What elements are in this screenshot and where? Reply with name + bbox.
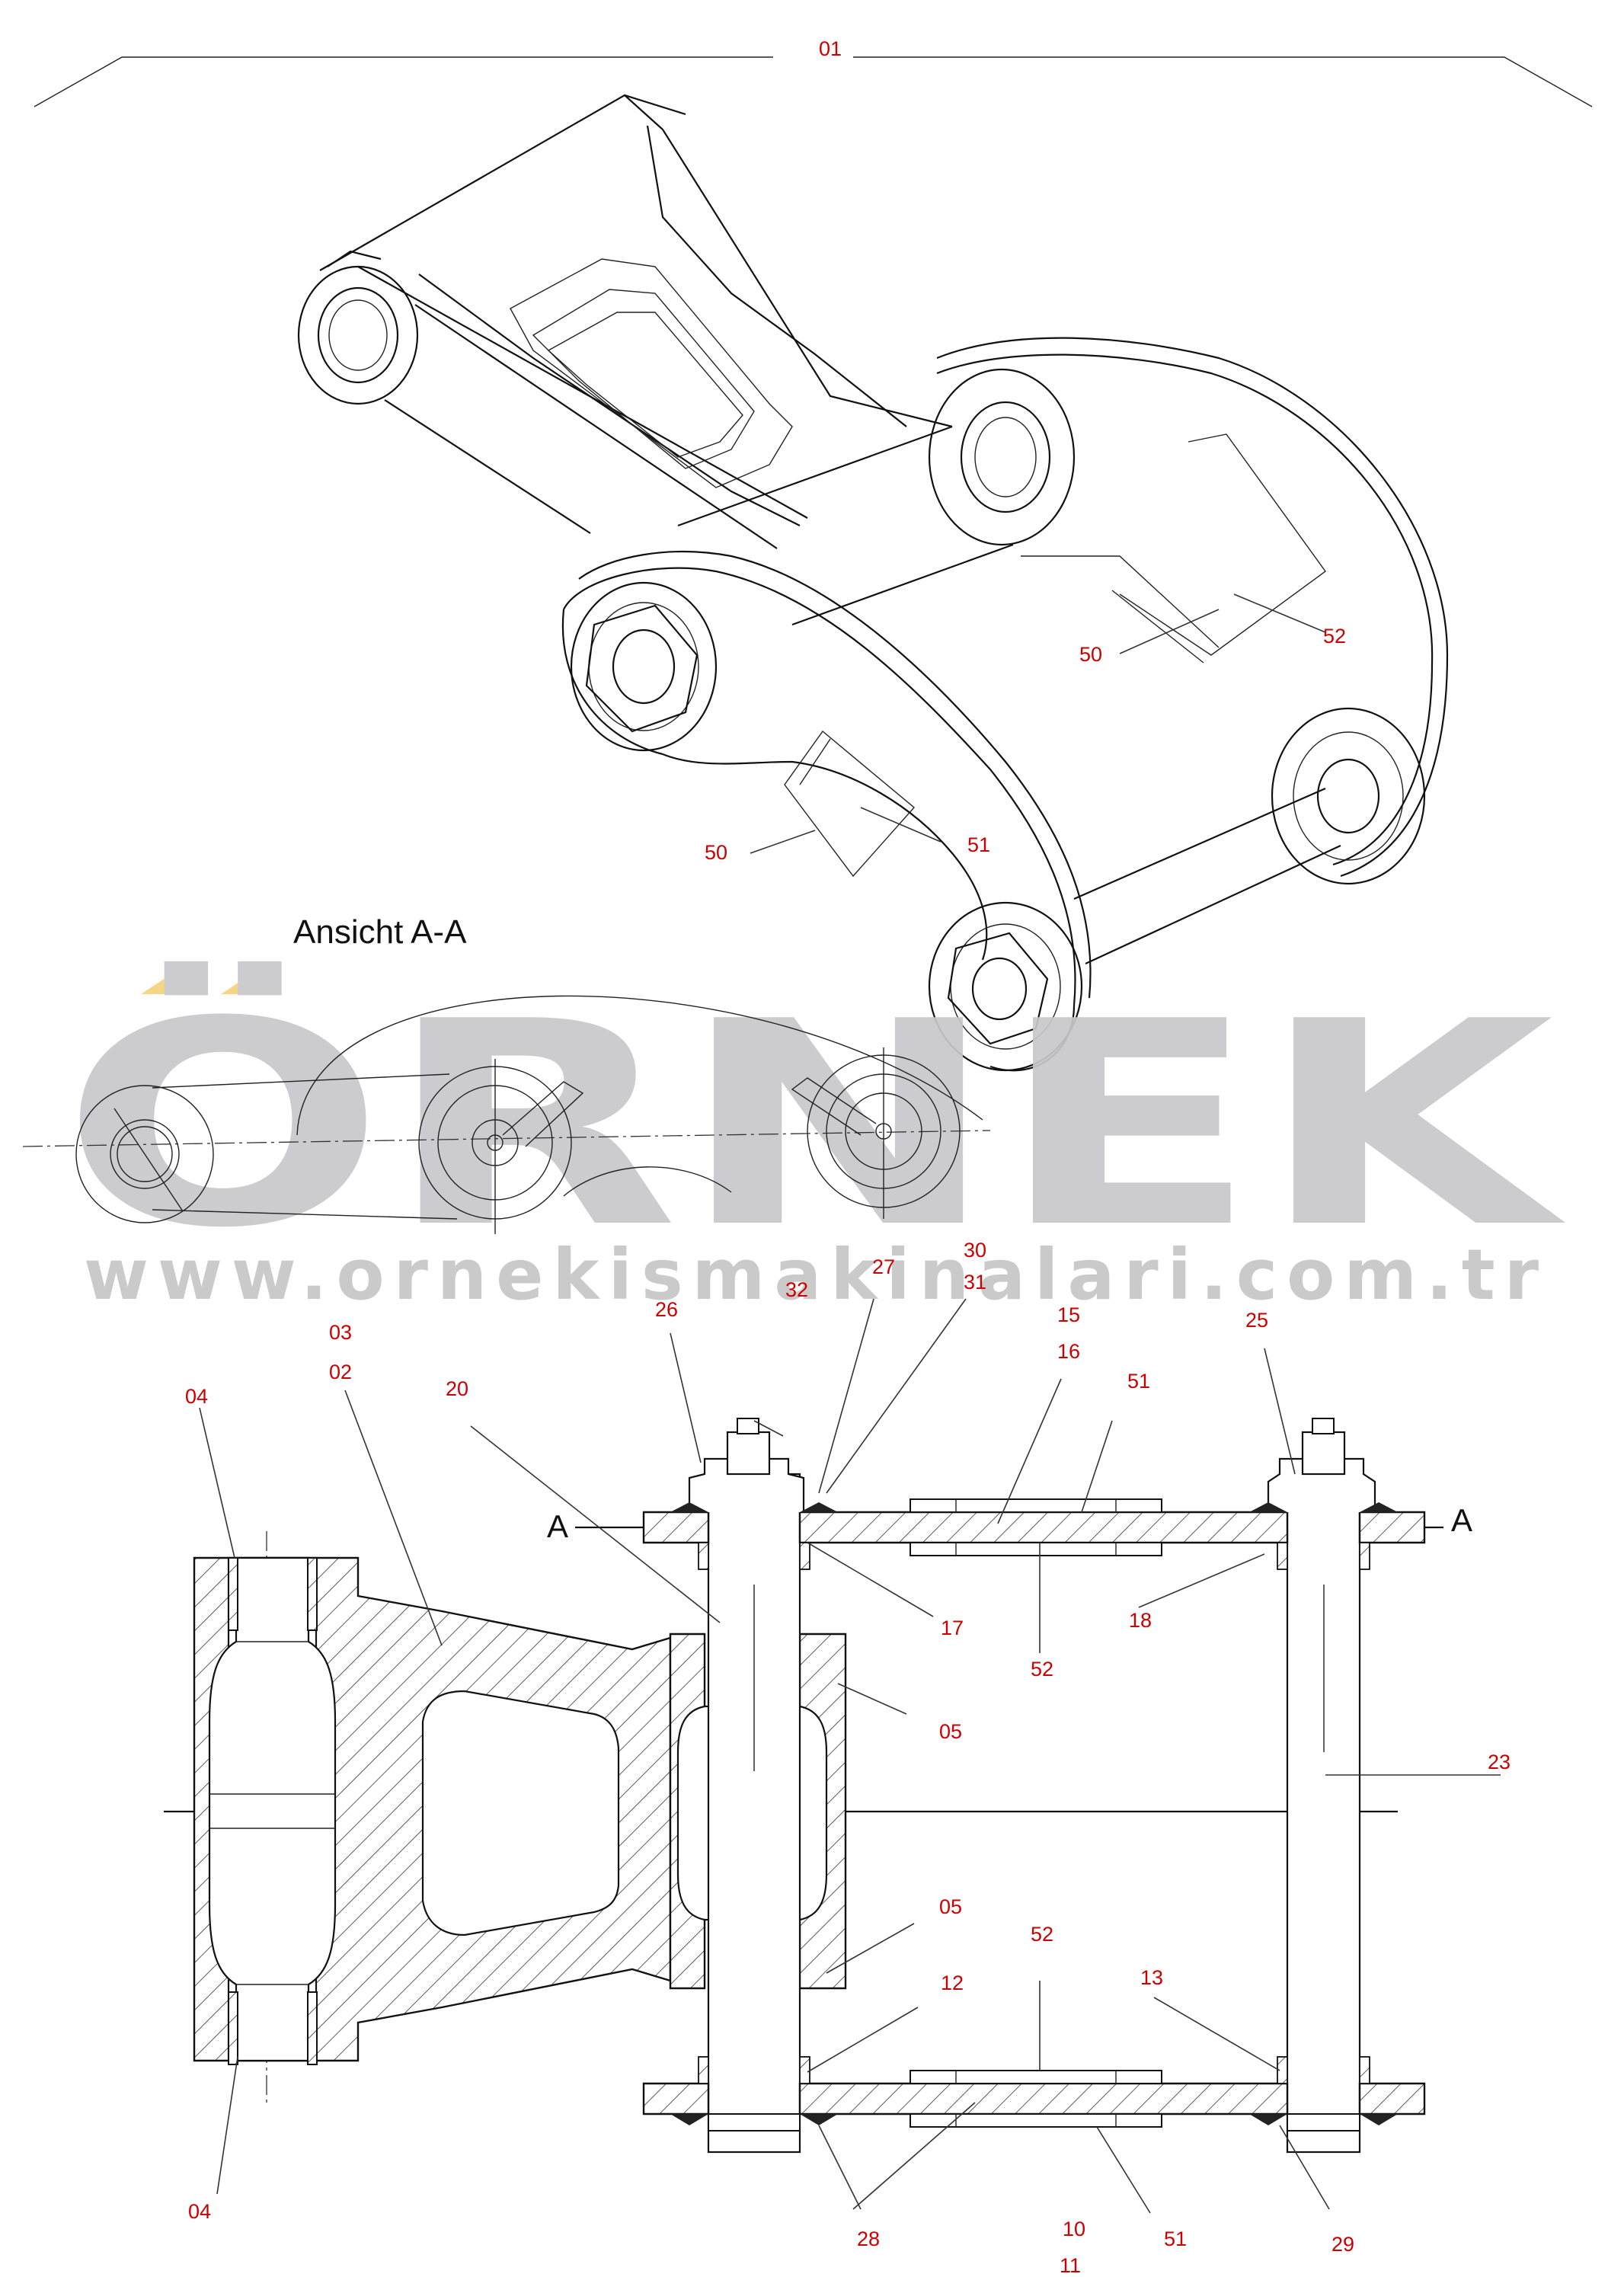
callout-52-upper: 52 — [1031, 1658, 1053, 1681]
callout-15: 15 — [1057, 1303, 1080, 1326]
callout-26: 26 — [655, 1298, 678, 1321]
callout-23: 23 — [1488, 1751, 1511, 1773]
callout-04-bottom: 04 — [188, 2200, 211, 2223]
callout-16: 16 — [1057, 1340, 1080, 1363]
callout-51-bottom: 51 — [1164, 2227, 1187, 2250]
callout-20: 20 — [446, 1377, 468, 1400]
callout-31: 31 — [964, 1271, 986, 1294]
callout-50-top: 50 — [1079, 643, 1102, 666]
callout-10: 10 — [1063, 2218, 1085, 2240]
callout-13: 13 — [1140, 1966, 1163, 1989]
callout-28: 28 — [857, 2227, 880, 2250]
callout-12: 12 — [941, 1972, 964, 1994]
callout-17: 17 — [941, 1617, 964, 1639]
callout-05-bottom: 05 — [939, 1895, 962, 1918]
watermark-logo: ÖRNEK www.ornekismakinalari.com.tr — [61, 958, 1568, 1316]
view-title: Ansicht A-A — [293, 913, 467, 951]
callout-05-top: 05 — [939, 1720, 962, 1743]
callout-32: 32 — [785, 1278, 808, 1301]
callout-52-top: 52 — [1323, 625, 1346, 648]
callout-29: 29 — [1331, 2233, 1354, 2256]
callout-04-top: 04 — [185, 1385, 208, 1408]
callout-03: 03 — [329, 1321, 352, 1344]
title-frame — [34, 56, 1593, 107]
section-view — [164, 1418, 1443, 2154]
section-leaders — [199, 1298, 1501, 2214]
callout-18: 18 — [1129, 1609, 1152, 1632]
callout-51-top: 51 — [1127, 1370, 1150, 1393]
callout-11: 11 — [1060, 2254, 1081, 2277]
isometric-leaders — [750, 593, 1326, 854]
callout-50-mid: 50 — [705, 841, 727, 864]
callout-01: 01 — [819, 37, 842, 60]
callout-30: 30 — [964, 1239, 986, 1262]
logo-accent-right — [221, 961, 270, 994]
callout-02: 02 — [329, 1361, 352, 1383]
callout-51-mid: 51 — [967, 833, 990, 856]
watermark-logo-text: ÖRNEK — [61, 958, 1568, 1290]
side-view-aa — [22, 995, 991, 1234]
callout-52-lower: 52 — [1031, 1923, 1053, 1946]
watermark-url: www.ornekismakinalari.com.tr — [84, 1234, 1539, 1316]
section-marker-left: A — [547, 1508, 568, 1544]
callout-25: 25 — [1245, 1309, 1268, 1332]
callout-27: 27 — [872, 1255, 895, 1278]
isometric-view — [297, 94, 1449, 1072]
section-marker-right: A — [1451, 1502, 1472, 1538]
logo-accent-left — [141, 961, 190, 994]
